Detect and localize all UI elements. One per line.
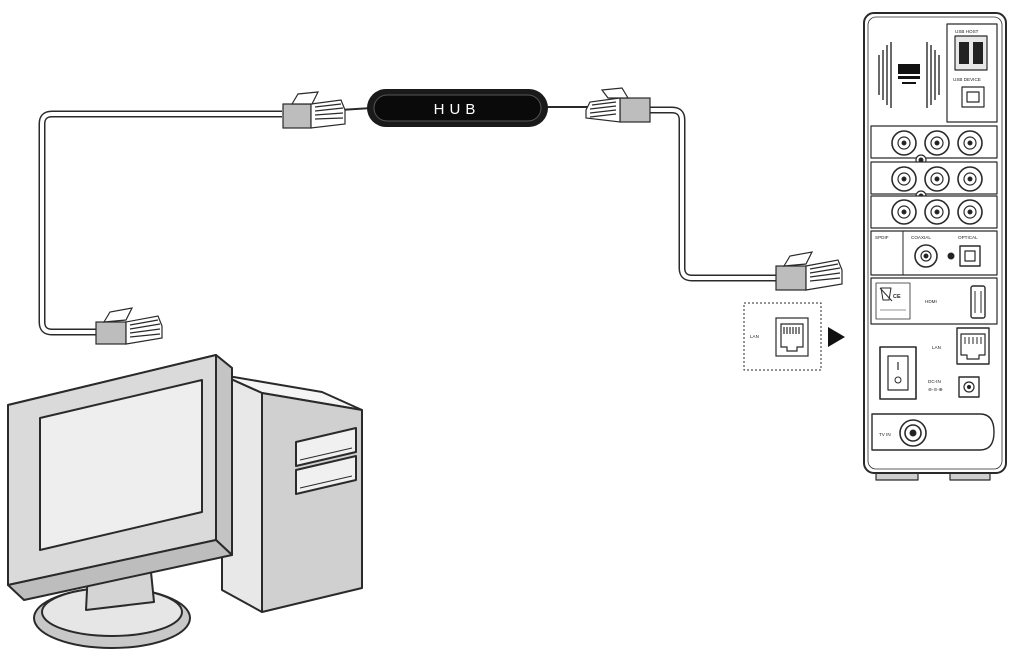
rj45-plug-pc (95, 307, 163, 345)
pc-monitor-screen (39, 379, 203, 551)
lan-section: LAN (932, 327, 990, 365)
ce-mark: CE (893, 294, 901, 300)
hub-device: HUB (367, 89, 548, 127)
tv-in-section: TV IN (871, 413, 995, 451)
pc-monitor (7, 354, 233, 601)
rj45-plug-device (775, 251, 843, 291)
component-video-row (870, 125, 998, 159)
usb-section: USB HOST USB DEVICE (946, 23, 998, 123)
pointer-arrow-icon (828, 327, 845, 347)
hub-label: HUB (434, 101, 481, 118)
hdmi-section: CE HDMI (870, 277, 998, 325)
usb-device-port (961, 86, 985, 108)
rj45-plug-hub-right (585, 87, 651, 123)
vent-grille (878, 42, 940, 108)
usb-host-label: USB HOST (955, 29, 979, 34)
cable-hub-to-device (632, 106, 778, 282)
brand-logo (898, 64, 920, 84)
lan-port-icon (775, 317, 809, 357)
lan-port-callout: LAN (743, 302, 845, 371)
svg-text:⊖-⊙-⊕: ⊖-⊙-⊕ (928, 387, 943, 392)
media-player-back-panel: USB HOST USB DEVICE (863, 12, 1007, 481)
desktop-computer (7, 354, 363, 649)
tv-in-label: TV IN (879, 432, 891, 437)
optical-port (959, 245, 981, 267)
coaxial-label: COAXIAL (911, 235, 931, 240)
dc-in-label: DC-IN (928, 379, 941, 384)
hdmi-port (970, 285, 986, 319)
av-out-row-1 (870, 161, 998, 195)
optical-label: OPTICAL (958, 235, 978, 240)
power-section: DC-IN ⊖-⊙-⊕ (879, 346, 980, 400)
usb-device-label: USB DEVICE (953, 77, 981, 82)
spdif-label: SPDIF (875, 235, 889, 240)
hdmi-label: HDMI (925, 299, 937, 304)
lan-callout-label: LAN (750, 334, 759, 339)
av-in-row (870, 195, 998, 229)
rj45-plug-hub-left (282, 91, 346, 129)
pc-tower (221, 374, 363, 613)
lan-label: LAN (932, 345, 941, 350)
spdif-section: SPDIF COAXIAL OPTICAL (870, 230, 998, 276)
cable-pc-to-hub (38, 110, 282, 336)
